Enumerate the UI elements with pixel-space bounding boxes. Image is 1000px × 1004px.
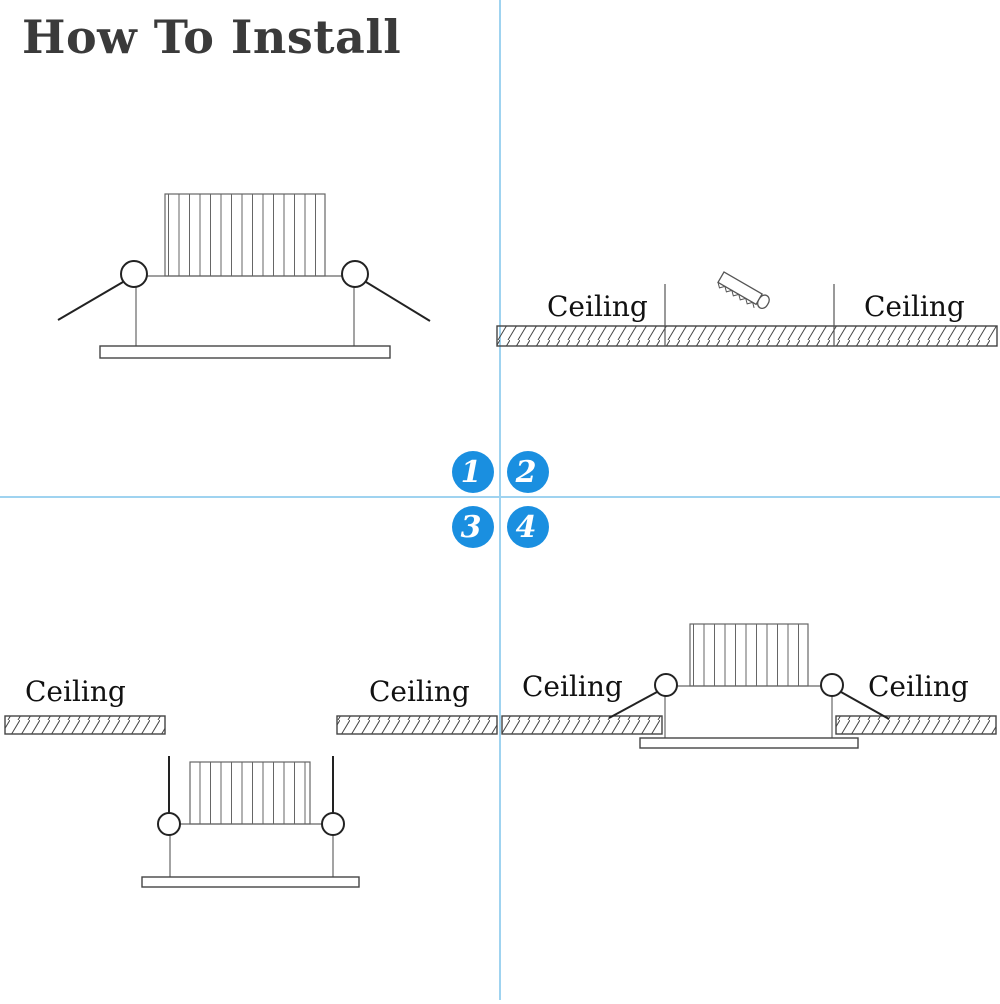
step3-fixture-icon bbox=[141, 761, 360, 888]
ceiling-label-step3-left: Ceiling bbox=[25, 675, 126, 708]
step-number-4: 4 bbox=[516, 510, 537, 545]
ceiling-label-step4-right: Ceiling bbox=[868, 670, 969, 703]
step4-ceiling-right bbox=[835, 715, 997, 735]
step-badge-3: 3 bbox=[452, 506, 494, 548]
step-number-2: 2 bbox=[515, 455, 537, 490]
step-number-1: 1 bbox=[461, 455, 482, 490]
step-badge-1: 1 bbox=[452, 451, 494, 493]
step3-right-clip-icon bbox=[321, 756, 345, 836]
step3-left-clip-icon bbox=[157, 756, 181, 836]
step3-ceiling-left bbox=[4, 715, 166, 735]
step4-ceiling-left bbox=[501, 715, 663, 735]
step2-ceiling-section bbox=[496, 325, 998, 347]
jigsaw-blade-icon bbox=[717, 271, 770, 309]
step3-ceiling-right bbox=[336, 715, 498, 735]
ceiling-label-step3-right: Ceiling bbox=[369, 675, 470, 708]
step1-left-clip-icon bbox=[57, 260, 148, 321]
step1-right-clip-icon bbox=[341, 260, 431, 322]
ceiling-label-step2-left: Ceiling bbox=[547, 290, 648, 323]
ceiling-label-step4-left: Ceiling bbox=[522, 670, 623, 703]
step4-fixture-icon bbox=[639, 623, 859, 749]
step4-left-clip-icon bbox=[608, 673, 678, 719]
step-badge-4: 4 bbox=[507, 506, 549, 548]
page-title: How To Install bbox=[22, 10, 402, 64]
step1-fixture-icon bbox=[99, 193, 391, 359]
step-number-3: 3 bbox=[461, 510, 482, 545]
step-badge-2: 2 bbox=[507, 451, 549, 493]
ceiling-label-step2-right: Ceiling bbox=[864, 290, 965, 323]
step4-right-clip-icon bbox=[820, 673, 890, 720]
